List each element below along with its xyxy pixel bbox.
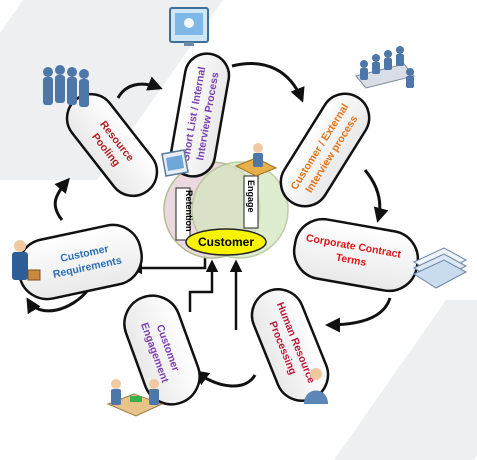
node-human-resource: Human Resource Processing bbox=[250, 288, 330, 402]
venn-retention-tab bbox=[175, 187, 191, 241]
venn-retention-label: Retention bbox=[184, 190, 194, 232]
person-icon bbox=[304, 368, 328, 404]
node-shortlist-bubble bbox=[169, 52, 231, 178]
center-customer-ellipse bbox=[185, 228, 267, 256]
connector-engagement-to-center bbox=[188, 259, 219, 312]
node-customer-external: Customer / External Interview process bbox=[279, 92, 371, 208]
node-customer-external-bubble bbox=[279, 92, 371, 208]
connector-hr-to-engagement bbox=[193, 370, 257, 388]
node-customer-engagement-bubble bbox=[123, 294, 201, 406]
cycle-connectors bbox=[26, 62, 392, 388]
handshake-desk-icon bbox=[106, 379, 164, 417]
venn-engagement-tab bbox=[243, 175, 259, 229]
group-of-people-icon bbox=[43, 65, 89, 107]
center-connectors bbox=[129, 255, 243, 330]
process-diagram: Retention Engage Customer Short List / I… bbox=[12, 7, 468, 417]
node-human-resource-bubble bbox=[250, 288, 330, 402]
node-customer-engagement: Customer Engagement bbox=[123, 294, 201, 406]
node-corporate-contract: Corporate Contract Terms bbox=[292, 217, 420, 293]
connector-requirements-to-pooling bbox=[53, 177, 70, 221]
projector-screen-icon bbox=[169, 7, 209, 46]
connector-contract-to-hr bbox=[325, 297, 392, 333]
node-shortlist: Short List / Internal Interview Process bbox=[169, 52, 231, 178]
node-corporate-contract-line2: Terms bbox=[335, 252, 368, 269]
monitor-icon bbox=[161, 149, 189, 177]
person-at-desk-icon bbox=[234, 143, 278, 177]
person-with-briefcase-icon bbox=[12, 240, 41, 281]
connector-shortlist-to-external bbox=[231, 62, 305, 103]
connector-engagement-to-requirements bbox=[26, 289, 90, 315]
connector-external-to-contract bbox=[363, 169, 389, 223]
stacked-documents-icon bbox=[412, 247, 468, 289]
venn-engagement-label: Engage bbox=[246, 180, 256, 213]
connector-center-to-requirements bbox=[129, 255, 207, 275]
venn-diagram: Retention Engage Customer bbox=[163, 161, 289, 259]
meeting-table-icon bbox=[355, 46, 415, 89]
node-customer-requirements: Customer Requirements bbox=[17, 223, 143, 301]
node-corporate-contract-bubble bbox=[292, 217, 420, 293]
center-customer-label: Customer bbox=[198, 235, 254, 249]
node-customer-requirements-bubble bbox=[17, 223, 143, 301]
connector-pooling-to-shortlist bbox=[116, 76, 163, 99]
